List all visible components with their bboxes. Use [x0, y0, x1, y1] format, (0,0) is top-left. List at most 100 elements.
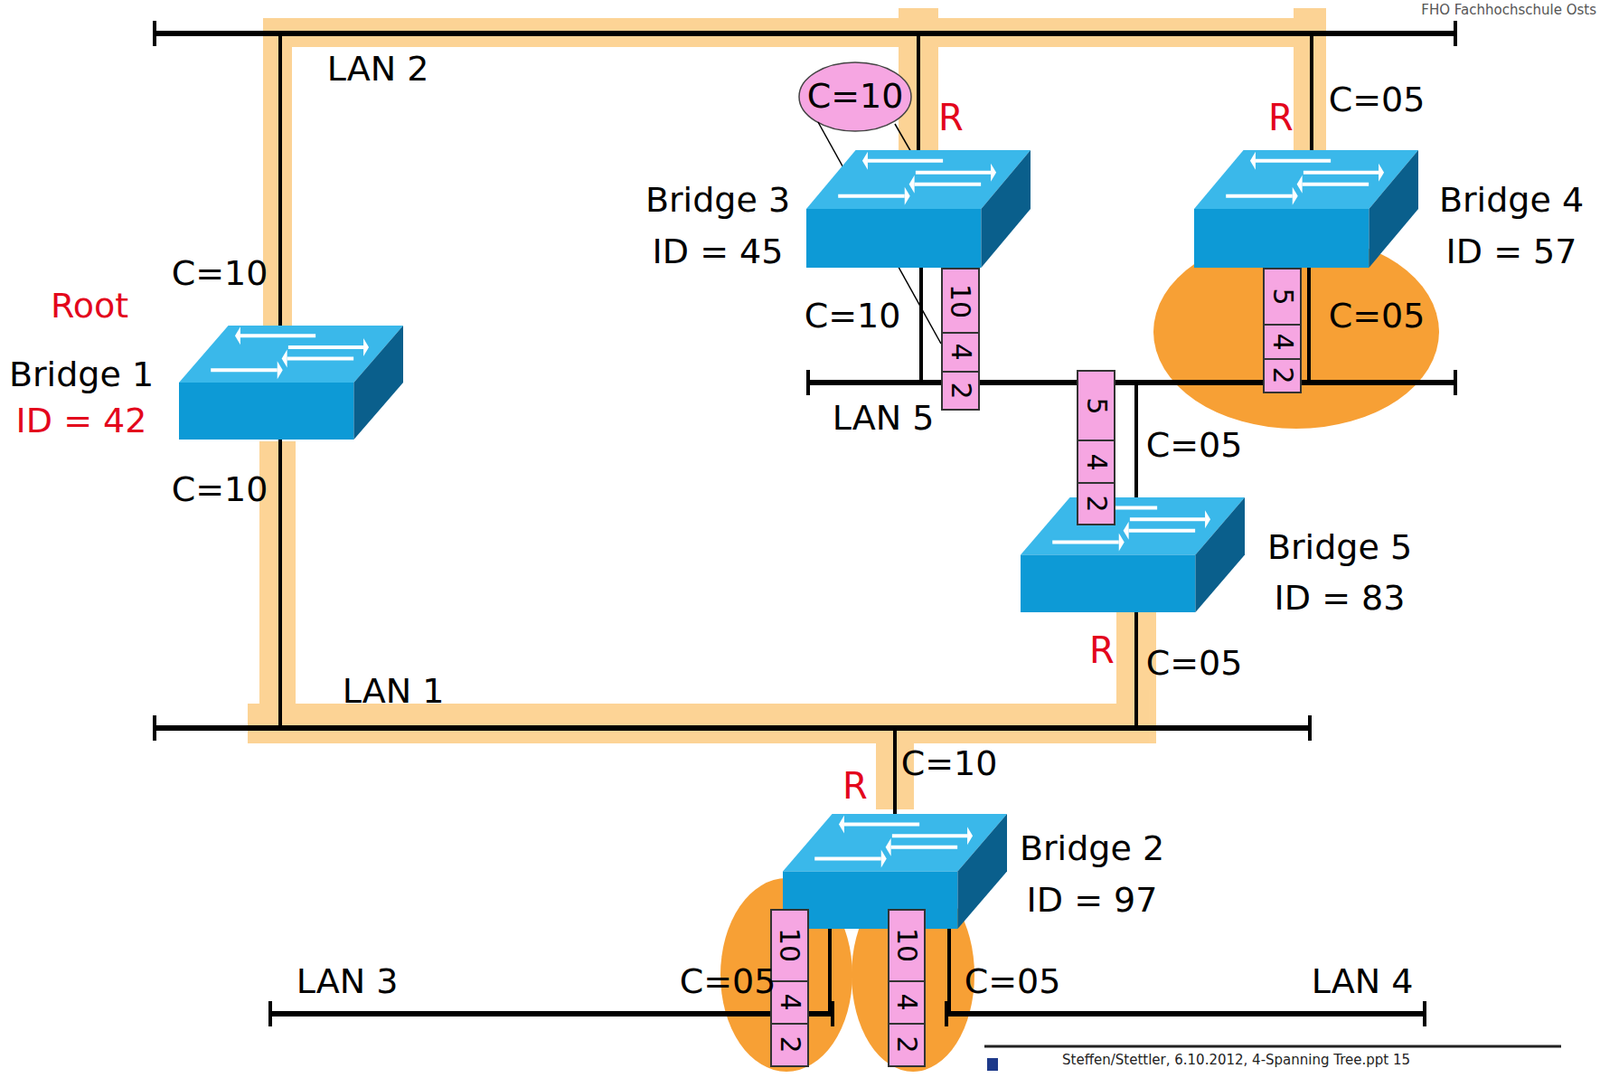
switch-arrowhead	[881, 849, 887, 868]
bpdu-value: 5	[1269, 288, 1297, 306]
switch-arrow	[892, 833, 968, 838]
root-port-mark: R	[842, 765, 868, 806]
port-link	[278, 439, 283, 725]
blocked-port-marks	[720, 235, 1440, 1072]
bridge-label: Bridge 2	[1019, 829, 1165, 868]
switch-arrowhead	[967, 826, 973, 845]
switch-arrow	[240, 333, 316, 338]
bpdu-value: 2	[776, 1035, 804, 1054]
cost-label: C=10	[804, 297, 902, 336]
bpdu-value: 4	[893, 993, 921, 1011]
switch-arrow	[914, 182, 982, 187]
switch-icon	[1020, 497, 1245, 612]
switch-side	[1368, 150, 1419, 268]
lan-end	[152, 715, 157, 741]
switch-side	[1195, 497, 1245, 612]
switch-arrow	[1129, 528, 1196, 533]
switch-arrow	[837, 194, 905, 198]
bpdu-value: 10	[947, 282, 975, 318]
bpdu-frame: 10 4 2	[941, 267, 980, 411]
bpdu-frame: 542	[1076, 369, 1116, 526]
switch-arrowhead	[235, 326, 241, 345]
port-link	[916, 36, 921, 151]
lan-end	[1453, 20, 1458, 47]
bpdu-field: 4	[771, 979, 808, 1023]
bpdu-value: 2	[1082, 494, 1111, 512]
root-port-mark: R	[938, 97, 964, 138]
switch-icons	[178, 150, 1419, 929]
port-link	[278, 36, 283, 326]
bpdu-field: 10	[771, 910, 808, 980]
bpdu-frame: 1042	[887, 908, 926, 1067]
switch-arrowhead	[838, 814, 845, 833]
lan-label: LAN 3	[296, 962, 399, 1001]
bridge: Bridge 5ID = 83	[1020, 497, 1245, 612]
port-link	[828, 928, 832, 1011]
root-port-mark: R	[1089, 630, 1115, 670]
cost-label: C=05	[679, 962, 777, 1001]
bpdu-value: 2	[947, 381, 975, 399]
switch-front	[1194, 208, 1369, 268]
port-link	[1307, 267, 1311, 380]
lan-end	[268, 1000, 273, 1026]
root-port-mark: R	[1268, 97, 1294, 138]
switch-arrowhead	[1378, 163, 1384, 182]
bpdu-field: 10	[889, 910, 924, 980]
bpdu-value: 2	[1269, 367, 1297, 385]
switch-arrow	[891, 845, 959, 849]
lan-label: LAN 4	[1311, 962, 1414, 1001]
bpdu-field: 5	[1264, 269, 1300, 324]
cost-label: C=10	[901, 744, 998, 783]
switch-arrowhead	[1119, 533, 1125, 552]
bridge: RootBridge 1ID = 42	[178, 325, 404, 440]
lan-end	[1453, 369, 1458, 396]
bridge-label: Bridge 5	[1267, 528, 1412, 567]
port-link	[919, 267, 923, 380]
bridge: Bridge 4ID = 57	[1194, 150, 1419, 268]
switch-icon	[1194, 150, 1419, 268]
switch-icon	[178, 325, 404, 440]
lan-end	[944, 1000, 949, 1026]
switch-arrow	[1303, 170, 1379, 175]
switch-arrowhead	[862, 151, 868, 170]
bridge-label: ID = 97	[1026, 881, 1158, 920]
lan-label: LAN 2	[327, 50, 430, 89]
cost-label: C=05	[1328, 297, 1426, 336]
cost-label: C=05	[1146, 426, 1243, 465]
bpdu-field: 2	[1078, 481, 1114, 524]
switch-arrow	[814, 856, 882, 861]
switch-arrowhead	[904, 187, 911, 206]
switch-arrow	[1225, 194, 1293, 198]
switch-arrowhead	[1297, 175, 1303, 194]
switch-arrowhead	[1250, 151, 1256, 170]
switch-arrowhead	[363, 338, 369, 357]
root-heading: Root	[50, 287, 129, 326]
bpdu-frame: 104 2	[770, 908, 810, 1067]
port-link	[893, 730, 897, 814]
switch-arrow	[1255, 159, 1331, 163]
bpdu-field: 2	[942, 370, 979, 410]
bpdu-field: 4	[1078, 439, 1114, 481]
lan-segment: LAN 2	[152, 30, 1458, 37]
lan-segment: LAN 1	[152, 724, 1312, 731]
cost-label: C=10	[171, 254, 269, 293]
bridge-label: ID = 45	[652, 233, 784, 272]
lan-label: LAN 1	[342, 672, 445, 711]
switch-side	[957, 813, 1008, 929]
switch-arrowhead	[909, 175, 915, 194]
port-link	[1134, 611, 1139, 725]
bpdu-field: 2	[1264, 357, 1300, 392]
switch-side	[353, 325, 404, 440]
bpdu-value: 4	[947, 343, 975, 361]
switch-arrow	[1052, 540, 1120, 545]
bridge-label: ID = 42	[16, 402, 148, 441]
lan-segment: LAN 5	[806, 379, 1458, 386]
bridge-label: ID = 57	[1446, 233, 1578, 272]
switch-front	[178, 382, 354, 440]
switch-arrow	[1302, 182, 1370, 187]
switch-icon	[806, 150, 1031, 268]
spanning-tree-highlight	[247, 8, 1327, 810]
switch-arrowhead	[277, 360, 283, 379]
bpdu-field: 2	[771, 1022, 808, 1065]
